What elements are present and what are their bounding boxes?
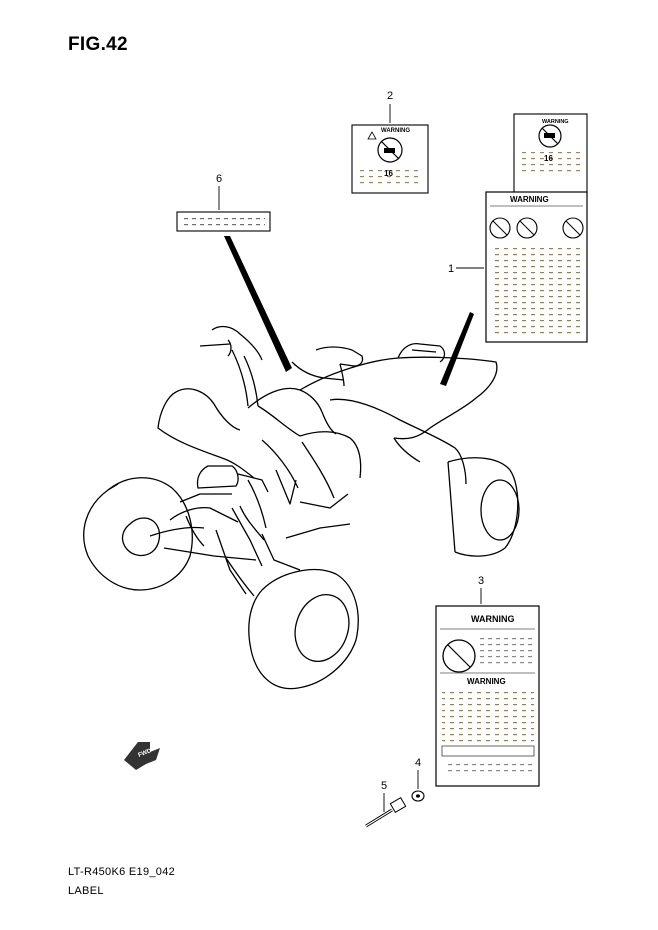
label-2-age-text: 16 — [384, 169, 393, 178]
part-2-age-warning-label — [351, 104, 429, 194]
label-3-warning-text: WARNING — [471, 614, 515, 624]
part-1-warning-label-set — [456, 113, 588, 343]
callout-3: 3 — [478, 575, 484, 587]
front-right-wheel — [248, 568, 359, 690]
label-1-top-warning-text: WARNING — [542, 119, 569, 125]
callout-6: 6 — [216, 173, 222, 185]
label-1-age-text: 16 — [544, 154, 553, 163]
fwd-text: FWD — [138, 748, 154, 759]
part-4-washer — [411, 770, 425, 802]
leader-lines — [224, 236, 474, 386]
rear-right-wheel — [447, 457, 520, 557]
model-code: LT-R450K6 E19_042 — [68, 866, 176, 878]
callout-5: 5 — [381, 780, 387, 792]
callout-4: 4 — [415, 757, 421, 769]
handlebar — [199, 325, 364, 407]
front-frame — [149, 473, 351, 597]
part-5-rivet — [365, 793, 407, 828]
label-3-warning-text-2: WARNING — [467, 677, 506, 686]
atv-illustration — [83, 325, 520, 690]
label-2-warning-text: WARNING — [381, 128, 410, 134]
shroud — [247, 387, 362, 505]
label-1-warning-text: WARNING — [510, 195, 549, 204]
callout-2: 2 — [387, 90, 393, 102]
front-left-wheel — [83, 477, 193, 591]
part-3-warning-label — [435, 588, 540, 787]
callout-1: 1 — [448, 263, 454, 275]
forward-arrow-icon: FWD — [124, 742, 160, 770]
rear-fender-seat — [299, 342, 498, 485]
part-6-reflector-label — [176, 186, 271, 232]
front-fender — [157, 388, 255, 489]
figure-title: FIG.42 — [68, 34, 128, 55]
section-name: LABEL — [68, 885, 104, 897]
